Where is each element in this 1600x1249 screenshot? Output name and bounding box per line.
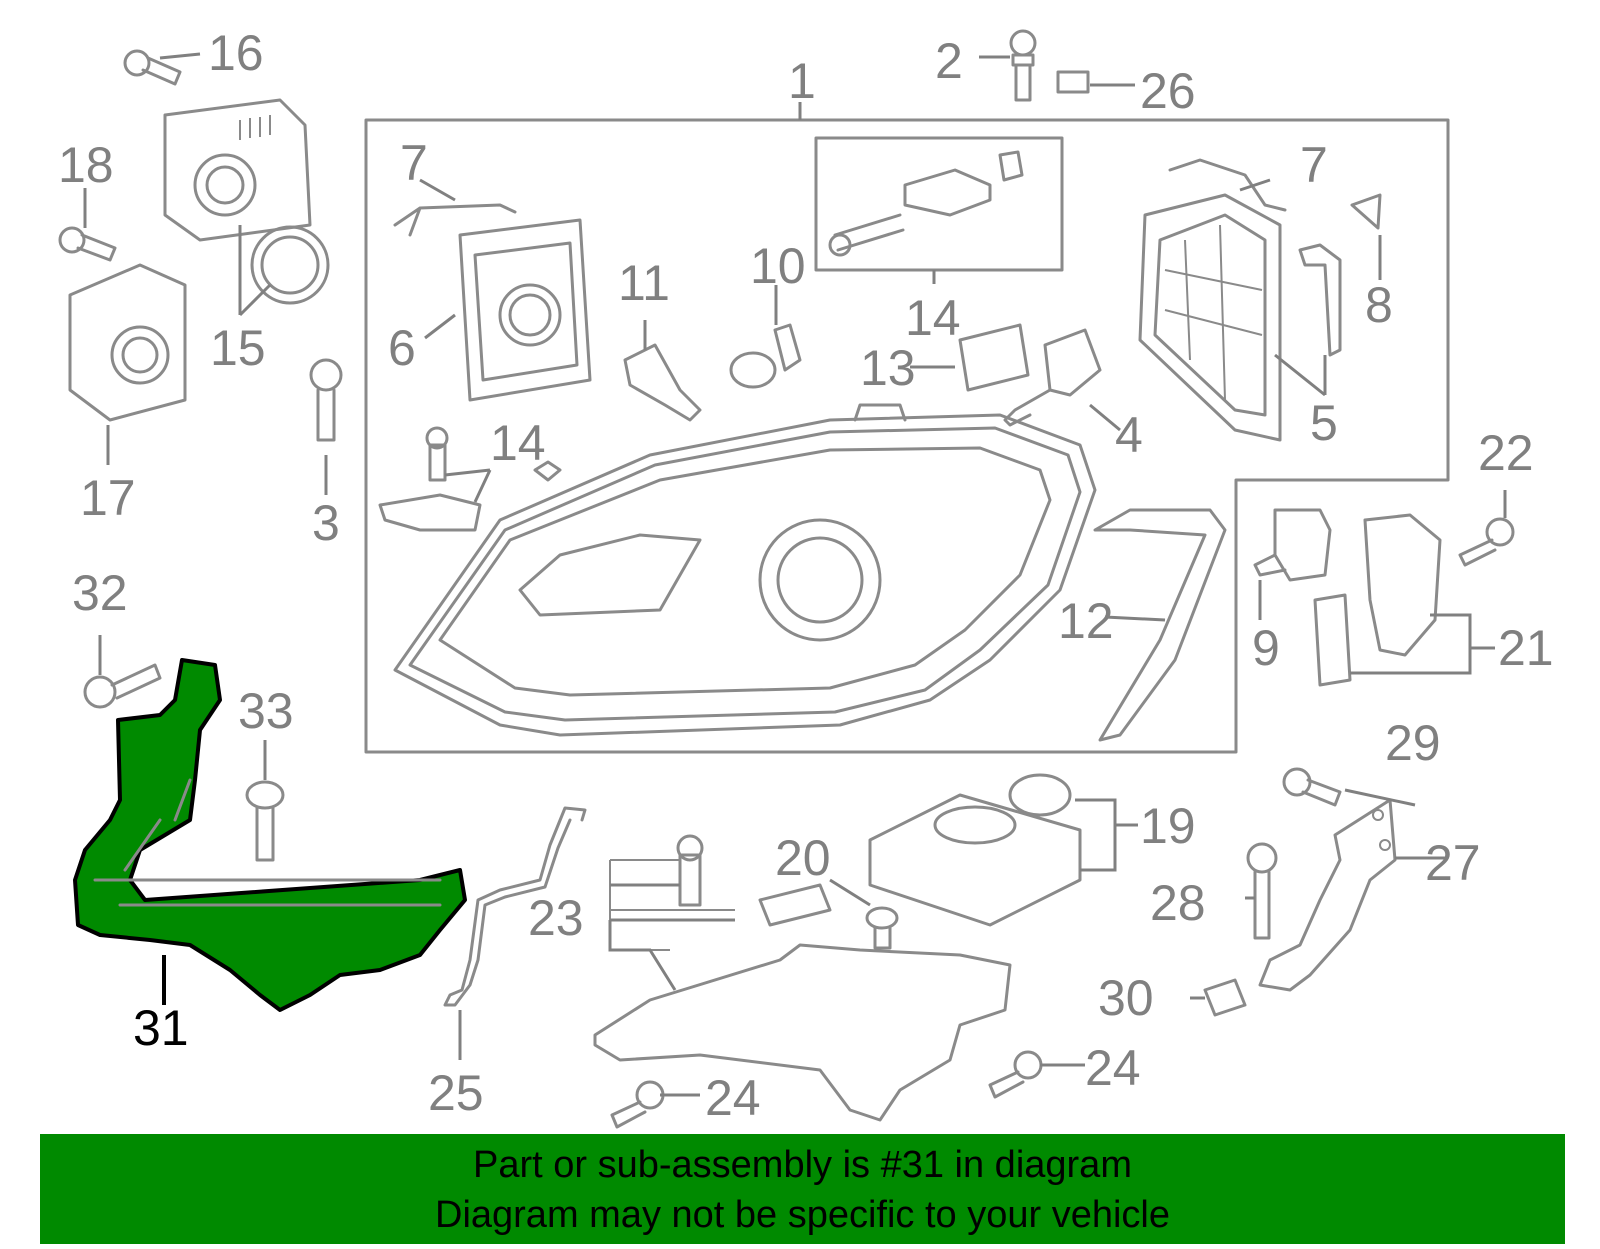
part-27-bracket xyxy=(1258,798,1397,992)
part-24-screw-right xyxy=(988,1050,1043,1099)
callout-9: 9 xyxy=(1252,620,1280,676)
callout-1: 1 xyxy=(788,53,816,109)
callout-28: 28 xyxy=(1150,875,1206,931)
part-17-module xyxy=(68,263,187,422)
callout-27: 27 xyxy=(1425,835,1481,891)
callout-4: 4 xyxy=(1115,407,1143,463)
part-7-wire-right xyxy=(1168,158,1287,212)
part-20-screw xyxy=(865,906,899,950)
callout-10: 10 xyxy=(750,238,806,294)
callout-7-right: 7 xyxy=(1300,137,1328,193)
callout-2: 2 xyxy=(935,33,963,89)
banner-line-1: Part or sub-assembly is #31 in diagram xyxy=(473,1144,1132,1186)
part-5-cover xyxy=(1138,193,1342,442)
part-8-triangle xyxy=(1350,193,1382,230)
callout-18: 18 xyxy=(58,137,114,193)
part-18-screw xyxy=(58,226,117,262)
callout-33: 33 xyxy=(238,683,294,739)
callout-26: 26 xyxy=(1140,63,1196,119)
part-28-bolt xyxy=(1246,842,1278,940)
callout-8: 8 xyxy=(1365,277,1393,333)
callout-25: 25 xyxy=(428,1065,484,1121)
callout-23: 23 xyxy=(528,890,584,946)
part-16-screw xyxy=(123,49,182,86)
part-7-wire-left xyxy=(393,203,517,237)
part-24-screw-left xyxy=(610,1080,665,1129)
callout-16: 16 xyxy=(208,25,264,81)
part-10-bulb xyxy=(729,323,802,389)
callout-22: 22 xyxy=(1478,425,1534,481)
callout-24-left: 24 xyxy=(705,1070,761,1126)
callout-13: 13 xyxy=(860,340,916,396)
subkit-box xyxy=(814,136,1064,272)
callout-14-kit: 14 xyxy=(905,290,961,346)
part-14-bracket-lower xyxy=(378,426,482,532)
headlamp-housing xyxy=(393,403,1097,737)
callout-20: 20 xyxy=(775,830,831,886)
callout-14-lower: 14 xyxy=(490,415,546,471)
callout-5: 5 xyxy=(1310,395,1338,451)
part-33-screw xyxy=(245,780,285,862)
part-26-plug xyxy=(1056,70,1090,94)
callout-11: 11 xyxy=(618,255,670,311)
part-12-trim xyxy=(1093,508,1227,742)
callout-6: 6 xyxy=(388,320,416,376)
part-14-bracket-kit xyxy=(828,150,1024,257)
part-19-module xyxy=(868,773,1082,927)
callout-19: 19 xyxy=(1140,798,1196,854)
callout-17: 17 xyxy=(80,470,136,526)
callout-7-left: 7 xyxy=(400,135,428,191)
callout-24-right: 24 xyxy=(1085,1040,1141,1096)
part-32-screw xyxy=(83,663,162,709)
callout-21: 21 xyxy=(1498,620,1554,676)
callout-31: 31 xyxy=(133,1000,189,1056)
part-11-bulb xyxy=(623,343,702,422)
part-15-seal xyxy=(250,225,330,305)
part-2-screw xyxy=(1009,29,1037,102)
callout-32: 32 xyxy=(72,565,128,621)
part-6-cover xyxy=(458,218,592,402)
callout-30: 30 xyxy=(1098,970,1154,1026)
part-22-screw xyxy=(1458,517,1515,567)
part-30-nut xyxy=(1203,978,1247,1017)
part-23-bracket xyxy=(593,834,1012,1122)
part-13-module xyxy=(958,323,1030,392)
info-banner: Part or sub-assembly is #31 in diagram D… xyxy=(40,1134,1565,1244)
leader-lines xyxy=(83,52,1507,1097)
assembly-box xyxy=(364,118,1450,754)
part-9-bulb xyxy=(1253,508,1332,582)
callout-3: 3 xyxy=(312,495,340,551)
banner-line-2: Diagram may not be specific to your vehi… xyxy=(435,1194,1170,1236)
part-16-module xyxy=(163,98,312,242)
part-31-bracket xyxy=(73,658,467,1012)
callout-29: 29 xyxy=(1385,715,1441,771)
callout-12: 12 xyxy=(1058,593,1114,649)
part-21-lamp xyxy=(1313,513,1442,687)
part-4-bulb xyxy=(1003,328,1102,427)
part-25-harness xyxy=(443,806,587,1007)
part-3-screw xyxy=(309,358,343,442)
callout-15: 15 xyxy=(210,320,266,376)
part-29-screw xyxy=(1282,767,1342,807)
